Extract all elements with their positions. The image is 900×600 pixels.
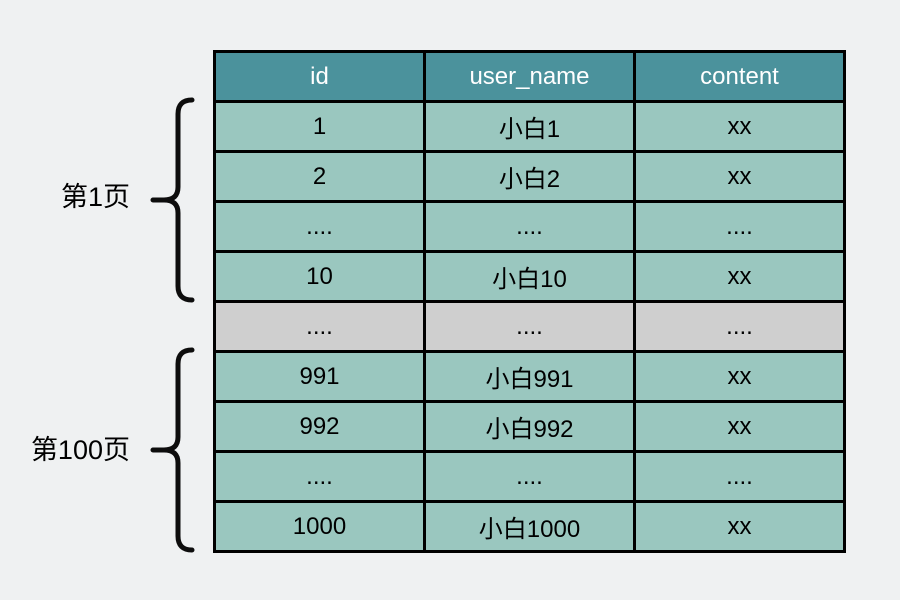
table-cell: xx xyxy=(633,250,846,303)
table-row-ellipsis: .... .... .... xyxy=(213,450,846,503)
table-cell: 小白1000 xyxy=(423,500,636,553)
table-row: 1000 小白1000 xx xyxy=(213,500,846,553)
table-row: 2 小白2 xx xyxy=(213,150,846,203)
table-cell: 小白991 xyxy=(423,350,636,403)
table-cell: 2 xyxy=(213,150,426,203)
table-cell: 小白992 xyxy=(423,400,636,453)
table-row-ellipsis: .... .... .... xyxy=(213,200,846,253)
header-row: id user_name content xyxy=(213,50,846,103)
table-cell: .... xyxy=(213,200,426,253)
header-cell-id: id xyxy=(213,50,426,103)
table-header: id user_name content xyxy=(213,50,846,103)
table-cell: .... xyxy=(423,200,636,253)
table-row-separator: .... .... .... xyxy=(213,300,846,353)
table-cell: .... xyxy=(633,450,846,503)
data-table: id user_name content 1 小白1 xx 2 小白2 xx .… xyxy=(213,50,846,553)
page100-brace xyxy=(150,347,195,553)
page100-label: 第100页 xyxy=(30,435,130,465)
table-cell: 991 xyxy=(213,350,426,403)
table-cell: .... xyxy=(423,300,636,353)
page1-label: 第1页 xyxy=(60,182,130,212)
table-cell: xx xyxy=(633,350,846,403)
table-cell: 10 xyxy=(213,250,426,303)
table-cell: .... xyxy=(213,300,426,353)
table-body: 1 小白1 xx 2 小白2 xx .... .... .... 10 小白10… xyxy=(213,100,846,553)
table-row: 992 小白992 xx xyxy=(213,400,846,453)
table-cell: 小白1 xyxy=(423,100,636,153)
table-row: 991 小白991 xx xyxy=(213,350,846,403)
table-cell: 小白2 xyxy=(423,150,636,203)
table-cell: .... xyxy=(213,450,426,503)
table-cell: 1000 xyxy=(213,500,426,553)
table-cell: .... xyxy=(423,450,636,503)
table-cell: 992 xyxy=(213,400,426,453)
header-cell-user-name: user_name xyxy=(423,50,636,103)
table-cell: 1 xyxy=(213,100,426,153)
table-cell: .... xyxy=(633,300,846,353)
table-row: 1 小白1 xx xyxy=(213,100,846,153)
header-cell-content: content xyxy=(633,50,846,103)
table-cell: 小白10 xyxy=(423,250,636,303)
table-cell: xx xyxy=(633,400,846,453)
table-row: 10 小白10 xx xyxy=(213,250,846,303)
table-cell: xx xyxy=(633,150,846,203)
table-cell: xx xyxy=(633,100,846,153)
table-cell: xx xyxy=(633,500,846,553)
page1-brace xyxy=(150,97,195,303)
table-cell: .... xyxy=(633,200,846,253)
